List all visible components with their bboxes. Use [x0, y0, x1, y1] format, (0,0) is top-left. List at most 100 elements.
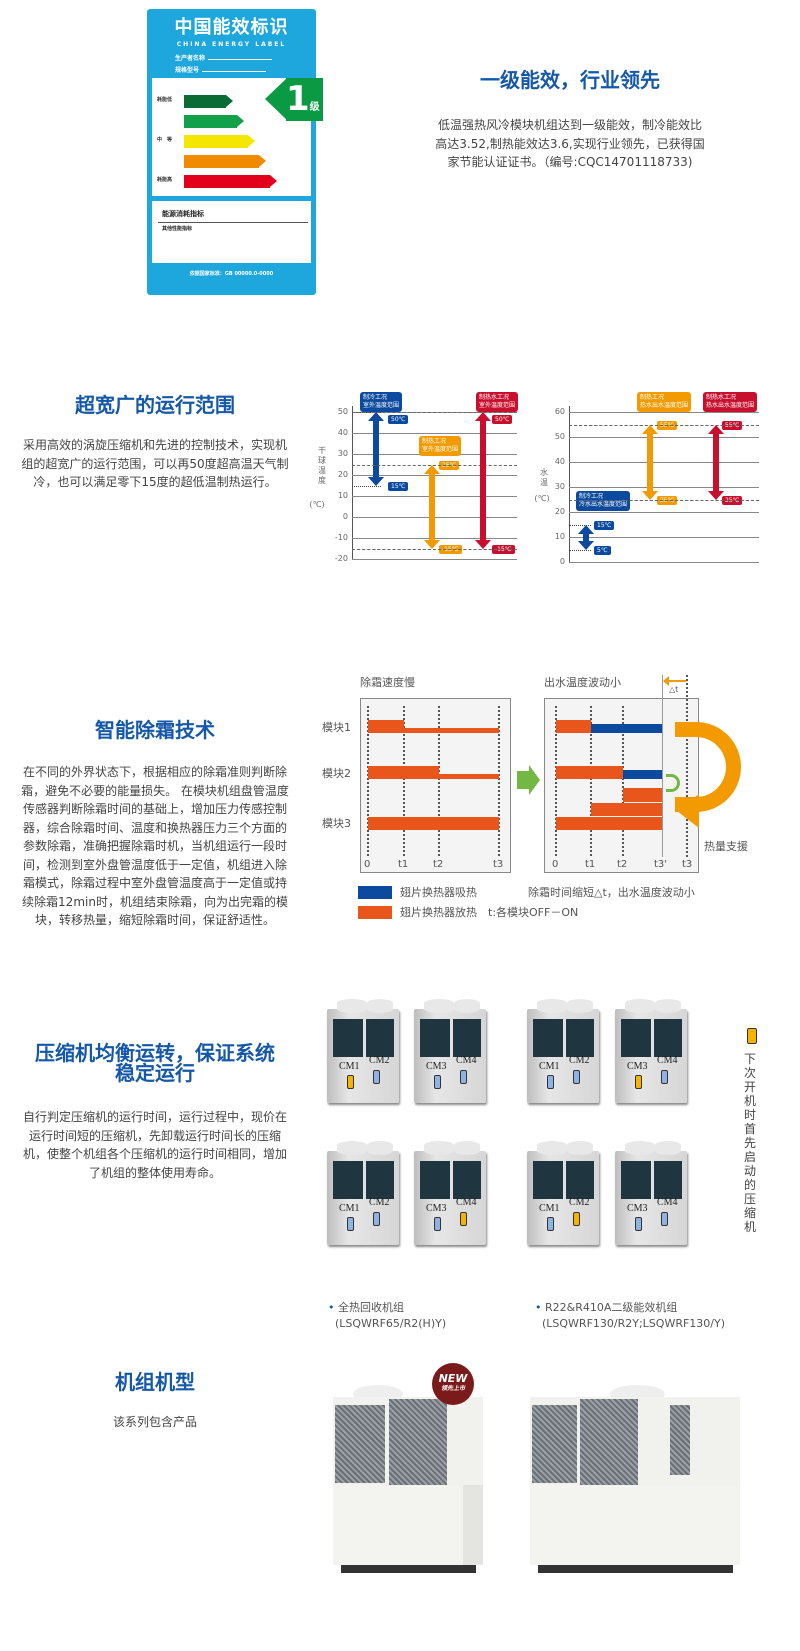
grade-bar-3: 3	[184, 135, 255, 148]
tick-label: 0	[342, 512, 348, 521]
compressor-indicator	[434, 1217, 441, 1231]
range-arrow-icon	[708, 424, 724, 500]
defrost-note: 除霜时间缩短△t，出水温度波动小	[528, 886, 695, 899]
time-label: t3'	[654, 859, 668, 870]
tick-label: 60	[554, 407, 565, 416]
min-tag: 15℃	[388, 481, 409, 491]
guide-line	[352, 464, 517, 466]
bar	[368, 817, 499, 830]
gridline	[569, 487, 759, 488]
range-arrow-icon	[368, 412, 384, 486]
gridline	[569, 462, 759, 463]
bar	[368, 766, 439, 779]
min-tag: 5℃	[594, 545, 611, 555]
guide-line	[569, 424, 759, 426]
range-arrow-icon	[578, 524, 594, 550]
label-model: 规格型号	[175, 67, 267, 75]
module-2-label: 模块2	[322, 767, 351, 780]
compressor-indicator	[373, 1212, 380, 1226]
left-title: 除霜速度慢	[360, 676, 415, 689]
tick-label: 0	[559, 557, 565, 566]
gridline	[352, 433, 517, 434]
compressor-indicator	[573, 1070, 580, 1084]
time-label: t1	[398, 859, 409, 870]
legend-orange-swatch	[358, 906, 392, 919]
index-panel: 能源消耗指标 其他性能指标	[152, 201, 311, 263]
guide-line	[569, 524, 591, 526]
tick-label: 10	[554, 532, 565, 541]
compressor-label: CM4	[456, 1197, 477, 1208]
compressor-indicator	[460, 1070, 467, 1084]
compressor-label: CM3	[627, 1061, 648, 1072]
section4-text: 自行判定压缩机的运行时间，运行过程中，现价在运行时间短的压缩机，先卸载运行时间长…	[22, 1110, 287, 1180]
section5-text: 该系列包含产品	[112, 1415, 197, 1429]
product-2-image	[530, 1385, 740, 1600]
guide-line	[569, 549, 591, 551]
compressor-indicator	[460, 1212, 467, 1226]
guide-line	[352, 485, 381, 487]
gridline	[569, 537, 759, 538]
time-label: t2	[433, 859, 444, 870]
energy-label: 中国能效标识 CHINA ENERGY LABEL 生产者名称 规格型号 耗能低…	[147, 9, 323, 295]
grade-bar-1: 1	[184, 95, 233, 108]
max-tag: 50℃	[388, 415, 409, 424]
section3-text: 在不同的外界状态下，根据相应的除霜准则判断除霜，避免不必要的能量损失。 在模块机…	[21, 765, 289, 927]
guide-line	[352, 412, 517, 413]
compressor-indicator	[347, 1075, 354, 1089]
compressor-indicator	[373, 1070, 380, 1084]
low-label: 耗能低	[157, 97, 173, 103]
section2-text: 采用高效的涡旋压缩机和先进的控制技术，实现机组的超宽广的运行范围，可以再50度超…	[21, 438, 289, 489]
bar	[623, 770, 662, 779]
product-1-image	[333, 1385, 483, 1600]
tick-label: 10	[337, 491, 348, 500]
heat-support-label: 热量支援	[704, 840, 748, 853]
compressor-label: CM2	[569, 1055, 590, 1066]
other-index: 其他性能指标	[162, 226, 193, 232]
module-3-label: 模块3	[322, 817, 351, 830]
y-axis-title: 水温	[540, 468, 548, 487]
legend-orange-label: 翅片换热器放热	[400, 906, 477, 919]
compressor-indicator	[547, 1217, 554, 1231]
section5-title: 机组机型	[115, 1370, 195, 1394]
module-1-label: 模块1	[322, 721, 351, 734]
product-2-label: • R22&R410A二级能效机组 (LSQWRF130/R2Y;LSQWRF1…	[535, 1301, 726, 1330]
product-1-label: • 全热回收机组 (LSQWRF65/R2(H)Y)	[328, 1301, 447, 1330]
range-arrow-icon	[424, 464, 440, 549]
green-loop-icon	[666, 774, 680, 792]
y-axis-unit: (℃)	[534, 494, 550, 503]
bar	[556, 720, 591, 733]
max-tag: 15℃	[594, 520, 615, 530]
compressor-legend: 下次开机时首先启动的压缩机	[744, 1052, 757, 1234]
legend-blue-label: 翅片换热器吸热	[400, 886, 477, 899]
range-arrow-icon	[642, 424, 658, 500]
section1-title: 一级能效，行业领先	[480, 68, 660, 92]
delta-arrow-icon	[668, 680, 686, 682]
green-arrow-icon	[517, 771, 529, 789]
y-axis	[352, 406, 353, 559]
rating-value: 1	[286, 79, 310, 119]
bar	[591, 803, 662, 816]
time-label: t3	[493, 859, 504, 870]
time-label: t3	[682, 859, 693, 870]
guide-line	[352, 548, 517, 550]
gridline	[569, 412, 759, 413]
defrost-note: t:各模块OFF－ON	[488, 906, 579, 919]
compressor-indicator	[347, 1217, 354, 1231]
mid-label: 中 等	[157, 137, 173, 143]
gridline	[569, 437, 759, 438]
gridline	[569, 562, 759, 563]
time-label: t1	[585, 859, 596, 870]
bar	[439, 774, 499, 779]
high-label: 耗能高	[157, 177, 173, 183]
tick-label: 40	[337, 428, 348, 437]
delta-label: △t	[669, 685, 679, 694]
section1-text: 低温强热风冷模块机组达到一级能效，制冷能效比高达3.52,制热能效达3.6,实现…	[435, 118, 705, 169]
gridline	[352, 559, 517, 560]
section3-title: 智能除霜技术	[95, 718, 215, 742]
